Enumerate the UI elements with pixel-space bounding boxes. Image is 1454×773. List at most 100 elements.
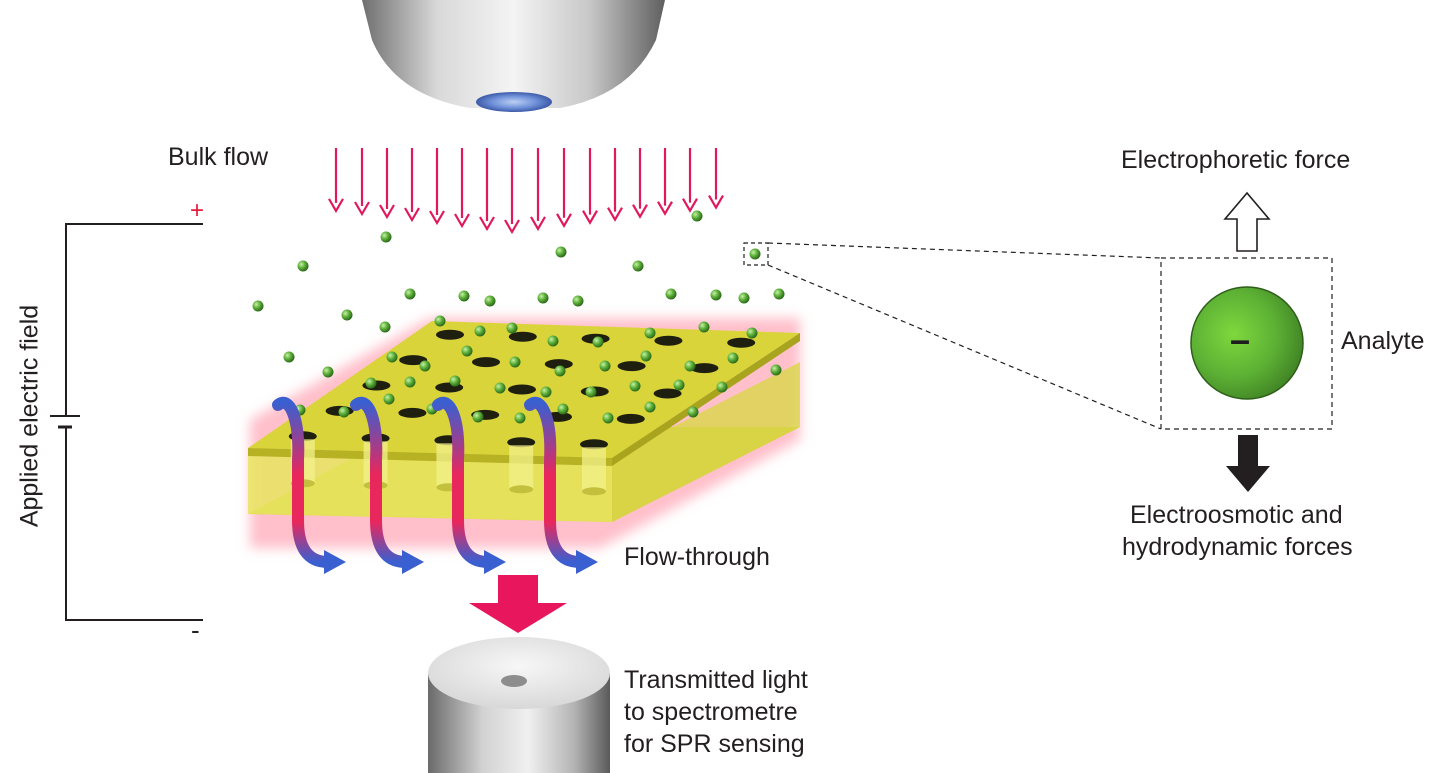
bulk-flow-arrow <box>328 148 344 214</box>
analyte-particle <box>461 345 473 357</box>
analyte-particle <box>684 360 696 372</box>
nanohole <box>507 437 536 448</box>
analyte-particle <box>773 288 785 300</box>
analyte-particle <box>592 336 604 348</box>
analyte-particle <box>665 288 677 300</box>
bulk-flow-arrow <box>708 148 724 210</box>
nanohole-channel-bottom <box>582 487 606 496</box>
nanohole <box>580 439 608 450</box>
nanohole <box>653 388 682 399</box>
nanohole <box>617 361 646 372</box>
positive-terminal-label: + <box>190 197 205 224</box>
analyte-particle <box>419 360 431 372</box>
analyte-particle <box>537 292 549 304</box>
bulk-flow-arrow <box>354 148 370 217</box>
analyte-particle <box>297 260 309 272</box>
analyte-particle <box>602 412 614 424</box>
analyte-inset <box>743 242 1333 430</box>
bulk-flow-arrow <box>404 148 420 223</box>
analyte-particle <box>514 412 526 424</box>
objective-lens <box>362 0 665 112</box>
flow-through-arrow <box>524 397 598 574</box>
bulk-flow-arrow <box>582 148 598 225</box>
analyte-particle <box>509 356 521 368</box>
bulk-flow-label: Bulk flow <box>168 143 269 171</box>
flow-through-arrow <box>272 397 346 574</box>
analyte-particle <box>322 366 334 378</box>
zoom-source-box <box>743 242 769 266</box>
analyte-charge-sign: – <box>1230 319 1251 360</box>
analyte-particle <box>599 360 611 372</box>
analyte-particle <box>585 386 597 398</box>
circuit-wire-bottom <box>65 427 203 621</box>
negative-terminal-label: - <box>191 615 200 645</box>
analyte-particle <box>698 321 710 333</box>
flow-through-arrow <box>350 397 424 574</box>
analyte-particle <box>472 411 484 423</box>
analyte-particle <box>710 289 722 301</box>
nanohole-channel <box>509 445 534 490</box>
nanohole-channel <box>582 447 606 492</box>
bulk-flow-arrow <box>632 148 648 219</box>
analyte-particle <box>494 382 506 394</box>
analyte-particle <box>632 260 644 272</box>
detector-fiber <box>428 637 610 773</box>
analyte-particle <box>434 315 446 327</box>
bulk-flow-arrow <box>682 148 698 213</box>
bulk-flow-arrows <box>328 148 724 235</box>
analyte-particle <box>691 210 703 222</box>
analyte-particle <box>644 401 656 413</box>
bulk-flow-arrow <box>479 148 495 232</box>
analyte-particle <box>738 292 750 304</box>
analyte-particle <box>727 352 739 364</box>
circuit-wire-top <box>65 223 203 416</box>
analyte-particle <box>484 295 496 307</box>
analyte-particle <box>746 327 758 339</box>
analyte-particle <box>673 379 685 391</box>
nanohole <box>727 337 756 348</box>
analyte-particle <box>557 403 569 415</box>
analyte-particle <box>404 288 416 300</box>
nanohole <box>544 359 573 370</box>
analyte-particle <box>283 351 295 363</box>
zoom-line-bottom <box>767 264 1162 430</box>
nanohole-membrane <box>248 321 800 522</box>
analyte-particle <box>749 248 761 260</box>
analyte-particle <box>338 406 350 418</box>
analyte-particle <box>716 381 728 393</box>
analyte-label: Analyte <box>1341 327 1425 355</box>
nanohole <box>508 384 536 395</box>
analyte-particle <box>449 375 461 387</box>
analyte-particle <box>687 406 699 418</box>
transmitted-light-label-line2: to spectrometre <box>624 698 798 726</box>
analyte-particle <box>555 246 567 258</box>
transmitted-light-label-line3: for SPR sensing <box>624 730 805 758</box>
analyte-particle <box>380 231 392 243</box>
electroosmotic-arrow <box>1226 435 1270 492</box>
bulk-flow-arrow <box>530 148 546 232</box>
analyte-particle <box>365 377 377 389</box>
electrophoretic-arrow <box>1223 191 1271 252</box>
analyte-particle <box>644 327 656 339</box>
flow-through-label: Flow-through <box>624 543 770 571</box>
analyte-particle <box>458 290 470 302</box>
analyte-particles <box>252 210 785 424</box>
bulk-flow-arrow <box>657 148 673 216</box>
analyte-particle <box>506 322 518 334</box>
analyte-particle <box>640 350 652 362</box>
nanohole <box>654 335 683 346</box>
nanohole <box>616 413 645 424</box>
nanohole <box>436 329 464 340</box>
nanohole <box>398 407 427 418</box>
analyte-particle <box>379 321 391 333</box>
analyte-particle <box>554 365 566 377</box>
bulk-flow-arrow <box>607 148 623 222</box>
bulk-flow-arrow <box>379 148 395 220</box>
analyte-particle <box>474 325 486 337</box>
bulk-flow-arrow <box>429 148 445 226</box>
analyte-particle <box>629 380 641 392</box>
bulk-flow-arrow <box>556 148 572 228</box>
flow-through-arrow <box>432 397 506 574</box>
zoom-line-top <box>767 242 1162 259</box>
